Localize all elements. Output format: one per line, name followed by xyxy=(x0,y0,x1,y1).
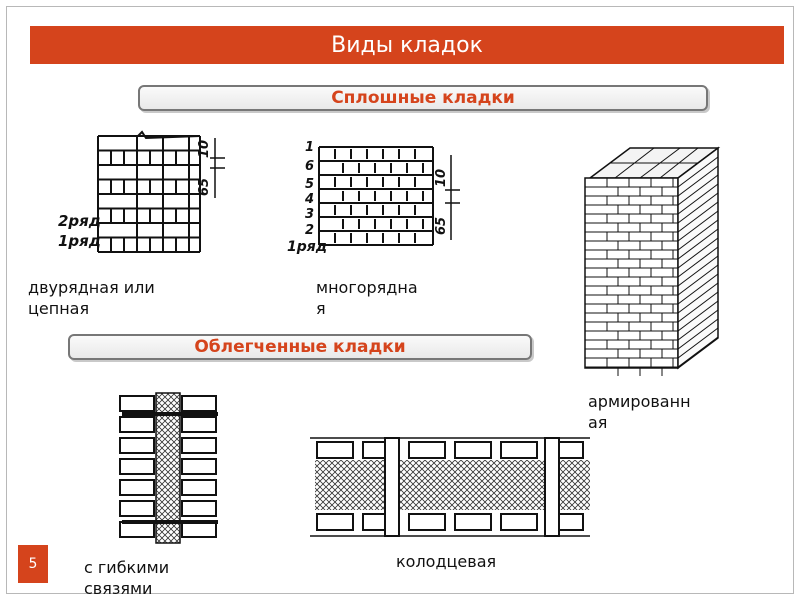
chain-row1-label: 1ряд xyxy=(58,232,101,250)
caption-multirow-line1: многорядна xyxy=(316,278,418,297)
multi-row-4-label: 4 xyxy=(304,192,314,207)
reinforced-masonry-drawing xyxy=(584,146,721,376)
slide-title: Виды кладок xyxy=(30,26,784,64)
caption-multirow: многорядна я xyxy=(316,277,418,319)
slide-number: 5 xyxy=(18,545,48,583)
multi-row-5-label: 5 xyxy=(305,177,314,192)
caption-chain-line1: двурядная или xyxy=(28,278,155,297)
caption-flexible-ties: с гибкими связями xyxy=(84,557,169,599)
caption-multirow-line2: я xyxy=(316,299,326,318)
chain-row2-label: 2ряд xyxy=(58,212,101,230)
caption-chain-line2: цепная xyxy=(28,299,90,318)
chain-dim-10: 10 xyxy=(197,140,212,158)
caption-reinforced-line2: ая xyxy=(588,413,608,432)
caption-well: колодцевая xyxy=(396,552,497,571)
well-masonry-drawing xyxy=(310,437,590,537)
multi-dim-10: 10 xyxy=(434,169,449,187)
caption-reinforced: армированн ая xyxy=(588,391,691,433)
caption-flexible-line1: с гибкими xyxy=(84,558,170,577)
multi-dim-65: 65 xyxy=(434,217,449,235)
caption-reinforced-line1: армированн xyxy=(588,392,691,411)
section-lightweight-masonry: Облегченные кладки xyxy=(68,334,532,360)
multirow-masonry-drawing: 1 6 5 4 3 2 1ряд 10 65 xyxy=(287,140,460,255)
section-solid-masonry: Сплошные кладки xyxy=(138,85,708,111)
multi-row-1-label: 1 xyxy=(305,140,314,155)
multi-row-3-label: 3 xyxy=(305,207,314,222)
multi-row-6-label: 6 xyxy=(305,159,314,174)
multi-row-2-label: 2 xyxy=(305,223,314,238)
caption-chain: двурядная или цепная xyxy=(28,277,155,319)
chain-dim-65: 65 xyxy=(197,178,212,196)
chain-masonry-drawing: 2ряд 1ряд 10 65 xyxy=(58,130,225,253)
flexible-ties-drawing xyxy=(119,392,218,544)
slide-frame xyxy=(6,6,794,594)
caption-flexible-line2: связями xyxy=(84,579,153,598)
multi-row1-label: 1ряд xyxy=(287,239,327,255)
